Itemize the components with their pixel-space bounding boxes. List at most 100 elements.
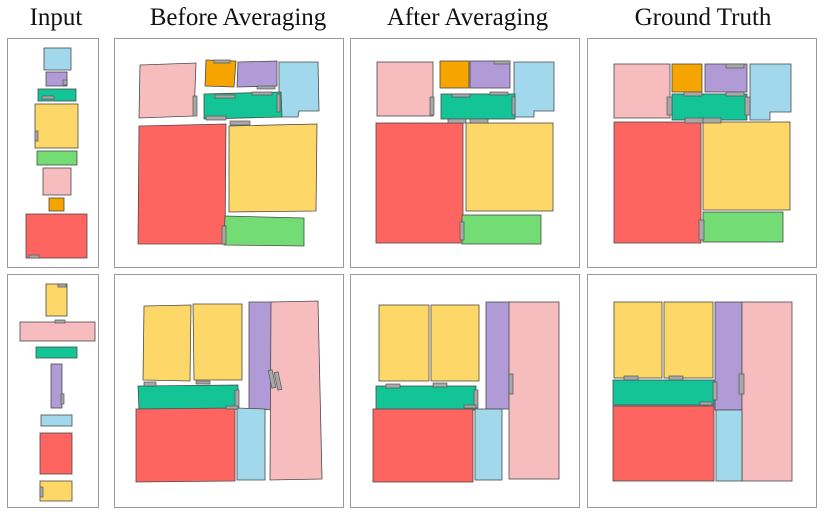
- piece-red: [612, 405, 715, 482]
- connector: [62, 79, 68, 86]
- piece-yellow: [613, 301, 663, 379]
- connector: [683, 91, 703, 97]
- piece-pink: [42, 167, 72, 196]
- title-input: Input: [29, 4, 83, 31]
- piece-pink: [269, 300, 323, 481]
- title-after-averaging: After Averaging: [386, 4, 549, 31]
- connector: [447, 118, 467, 124]
- piece-yellow: [663, 301, 714, 379]
- piece-red: [375, 122, 464, 244]
- piece-blue: [43, 47, 72, 71]
- piece-teal: [612, 379, 715, 406]
- connector: [725, 91, 745, 97]
- connector: [493, 60, 511, 65]
- connector: [60, 393, 65, 405]
- connector: [511, 96, 516, 116]
- connector: [234, 389, 240, 409]
- piece-teal: [375, 385, 477, 411]
- connector: [385, 383, 401, 389]
- piece-green: [461, 214, 542, 245]
- connector: [57, 283, 67, 288]
- connector: [698, 219, 705, 241]
- title-before-averaging: Before Averaging: [149, 4, 327, 31]
- connector: [34, 130, 39, 142]
- piece-orange: [671, 63, 703, 93]
- connector: [143, 381, 157, 387]
- connector: [251, 91, 273, 96]
- piece-purple: [50, 363, 63, 409]
- piece-yellow: [228, 123, 318, 213]
- connector: [684, 117, 704, 124]
- piece-blue: [236, 407, 266, 481]
- piece-pink: [613, 63, 671, 119]
- piece-purple: [485, 301, 513, 410]
- connector: [205, 115, 227, 121]
- connector: [39, 486, 44, 498]
- input-row1-pieces: [25, 47, 88, 259]
- connector: [463, 404, 477, 409]
- truth-row2-pieces: [612, 301, 793, 482]
- piece-blue: [715, 409, 743, 482]
- piece-teal: [35, 346, 78, 359]
- connector: [256, 85, 276, 90]
- connector: [192, 95, 198, 117]
- piece-yellow: [430, 304, 480, 382]
- connector: [195, 380, 211, 385]
- piece-green: [702, 211, 784, 243]
- connector: [738, 373, 745, 395]
- piece-purple: [704, 63, 748, 93]
- piece-blue: [513, 61, 555, 118]
- piece-yellow: [702, 121, 791, 211]
- connector: [273, 371, 283, 391]
- title-ground-truth: Ground Truth: [634, 4, 772, 31]
- connector: [214, 94, 236, 99]
- connector: [41, 95, 55, 100]
- connector: [469, 118, 489, 124]
- piece-pink: [741, 301, 793, 482]
- piece-purple: [469, 60, 511, 89]
- piece-red: [135, 407, 236, 483]
- before-row1-pieces: [137, 59, 320, 247]
- piece-pink: [19, 321, 96, 342]
- connector: [221, 225, 227, 245]
- connector: [699, 401, 713, 406]
- connector: [229, 120, 251, 126]
- piece-purple: [45, 71, 68, 87]
- piece-yellow: [192, 303, 243, 381]
- piece-red: [372, 408, 474, 483]
- piece-green: [36, 150, 78, 166]
- connector: [508, 373, 514, 395]
- connector: [276, 93, 281, 113]
- connector: [744, 96, 751, 116]
- piece-teal: [137, 384, 239, 411]
- connector: [429, 96, 435, 116]
- connector: [459, 221, 465, 241]
- piece-orange: [48, 197, 65, 212]
- input-row2-pieces: [19, 283, 96, 502]
- piece-pink: [376, 61, 434, 117]
- piece-yellow: [45, 283, 68, 317]
- piece-pink: [138, 62, 197, 119]
- piece-blue: [474, 408, 503, 481]
- piece-red: [25, 213, 88, 259]
- piece-orange: [439, 60, 470, 89]
- connector: [432, 382, 448, 388]
- piece-yellow: [465, 122, 554, 212]
- piece-blue: [278, 61, 320, 118]
- piece-purple: [236, 60, 278, 88]
- connector: [225, 405, 239, 410]
- piece-yellow: [39, 480, 73, 502]
- after-row2-pieces: [372, 301, 560, 483]
- after-row1-pieces: [375, 60, 555, 245]
- piece-green: [223, 215, 305, 247]
- piece-orange: [204, 59, 237, 88]
- connector: [712, 381, 718, 401]
- connector: [213, 59, 231, 64]
- piece-red: [613, 121, 702, 244]
- connector: [54, 319, 66, 324]
- piece-red: [137, 123, 227, 245]
- piece-teal: [671, 93, 748, 121]
- connector: [702, 117, 722, 124]
- truth-row1-pieces: [613, 63, 792, 244]
